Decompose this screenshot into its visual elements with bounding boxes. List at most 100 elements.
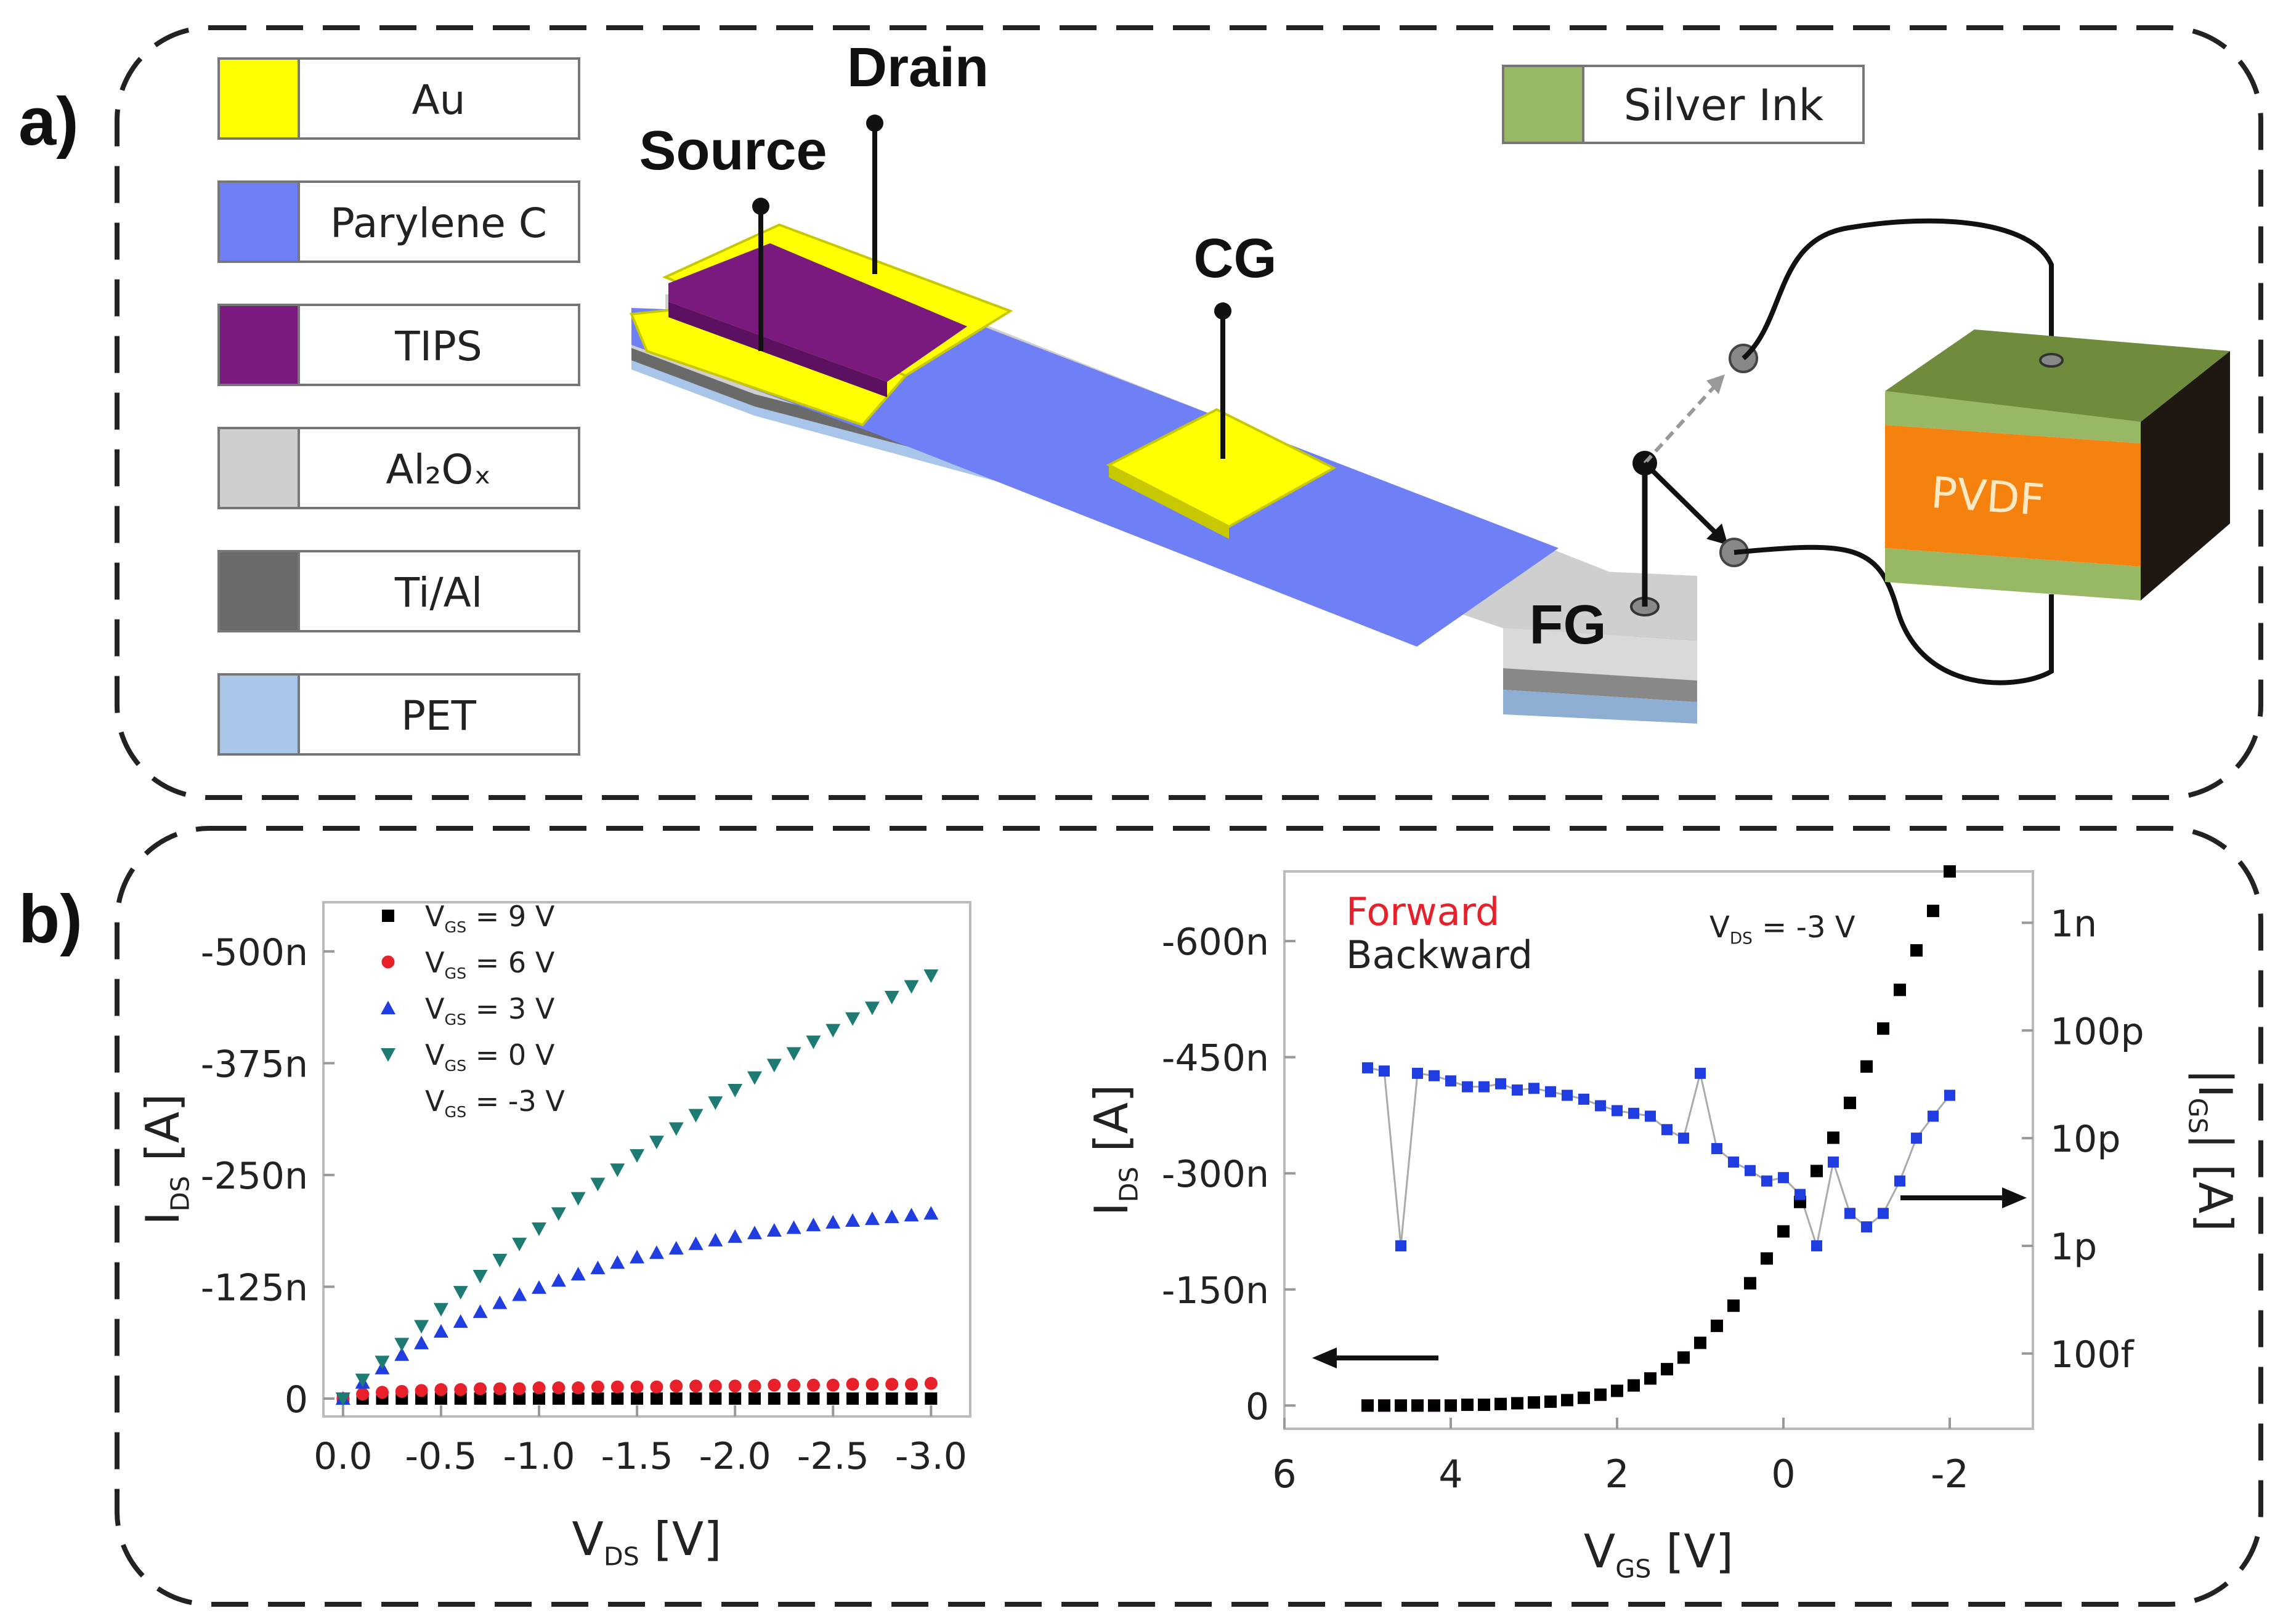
data-point [1361, 1399, 1374, 1412]
data-point [845, 1213, 861, 1227]
output-characteristics-chart: 0.0-0.5-1.0-1.5-2.0-2.5-3.00-125n-250n-3… [136, 900, 971, 1572]
legend-swatch [217, 180, 300, 263]
data-point [552, 1392, 565, 1405]
data-point [1944, 1089, 1955, 1101]
data-point [1727, 1299, 1740, 1312]
data-point [1794, 1189, 1806, 1200]
data-point [1745, 1165, 1756, 1176]
wire-top [1742, 218, 2054, 360]
data-point [394, 1338, 410, 1352]
data-point [453, 1314, 468, 1328]
data-point [1894, 984, 1906, 996]
data-point [335, 1392, 351, 1406]
wire-bottom [1734, 544, 2054, 685]
switch-dashed [1643, 380, 1721, 465]
data-point [708, 1232, 723, 1246]
tips-layer [668, 243, 967, 382]
data-point [454, 1392, 467, 1405]
data-point [904, 1208, 919, 1222]
data-point [1578, 1391, 1590, 1404]
data-point [766, 1222, 782, 1237]
x-tick-label: -2.0 [699, 1435, 771, 1478]
data-point [631, 1392, 644, 1405]
data-point [512, 1287, 527, 1301]
data-point [1428, 1399, 1440, 1412]
data-point [1494, 1397, 1507, 1410]
data-point [610, 1255, 625, 1269]
data-point [708, 1096, 723, 1110]
data-point [806, 1378, 820, 1392]
data-point [670, 1392, 683, 1405]
data-point [381, 1048, 395, 1062]
data-point [885, 1378, 899, 1391]
cg-edge [1109, 465, 1229, 539]
data-point [1761, 1175, 1772, 1187]
data-point [884, 990, 899, 1004]
data-point [1379, 1065, 1390, 1077]
legend-entry: VGS = -3 V [425, 1085, 565, 1121]
data-point [1411, 1399, 1424, 1412]
data-point [1811, 1165, 1823, 1178]
data-point [356, 1388, 370, 1401]
data-point [1362, 1062, 1373, 1073]
legend-backward: Backward [1346, 932, 1533, 977]
data-point [1594, 1388, 1607, 1401]
pvdf-cube-front [1885, 425, 2141, 567]
data-point [1860, 1060, 1873, 1073]
left-axis-arrowhead [1312, 1347, 1337, 1368]
data-point [611, 1392, 624, 1405]
data-point [747, 1071, 762, 1085]
pvdf-label: PVDF [1929, 467, 2046, 526]
source-probe-tip [752, 198, 769, 215]
data-point [1761, 1252, 1773, 1265]
data-point [904, 980, 919, 994]
data-point [864, 1211, 880, 1226]
data-point [846, 1392, 859, 1405]
data-point [1677, 1351, 1690, 1364]
panel-a-frame [115, 25, 2263, 800]
legend-label: Au [412, 76, 466, 124]
y-axis-label: IDS [A] [1084, 1085, 1144, 1216]
data-point [1545, 1086, 1556, 1097]
data-point [1544, 1396, 1557, 1408]
data-point [415, 1384, 428, 1397]
data-point [688, 1109, 704, 1123]
legend-swatch [217, 57, 300, 140]
data-point [454, 1383, 468, 1396]
data-point [1911, 1133, 1922, 1144]
data-point [414, 1320, 429, 1334]
data-point [1910, 944, 1923, 957]
pvdf-cube-silver-top [1885, 391, 2141, 443]
data-point [472, 1270, 488, 1284]
silver-ink-label: Silver Ink [1624, 80, 1824, 131]
data-point [1694, 1336, 1706, 1349]
x-tick-label: -3.0 [895, 1435, 967, 1478]
legend-label: Ti/Al [394, 569, 482, 616]
y2-tick-label: 100p [2050, 1010, 2144, 1053]
legend-swatch [217, 427, 300, 509]
data-point [375, 1355, 390, 1370]
data-point [748, 1380, 761, 1393]
data-point [591, 1380, 604, 1394]
data-point [689, 1392, 702, 1405]
data-point [1844, 1208, 1855, 1219]
data-point [1944, 865, 1956, 878]
data-point [923, 969, 939, 984]
data-point [610, 1380, 624, 1394]
data-point [1578, 1093, 1589, 1105]
legend-entry: VGS = 0 V [425, 1038, 555, 1075]
data-point [1628, 1107, 1639, 1119]
data-point [709, 1392, 722, 1405]
switch-solid-arrow [1706, 523, 1728, 545]
drain-label: Drain [847, 37, 989, 99]
x-tick-label: 4 [1438, 1452, 1462, 1497]
legend-swatch [217, 673, 300, 756]
data-point [1927, 905, 1939, 918]
data-point [630, 1149, 645, 1163]
data-point [492, 1253, 508, 1267]
panel-b-frame [115, 826, 2263, 1607]
data-point [1828, 1156, 1839, 1168]
silver-ink-swatch [1502, 65, 1584, 144]
data-point [590, 1178, 606, 1192]
data-point [786, 1220, 801, 1234]
